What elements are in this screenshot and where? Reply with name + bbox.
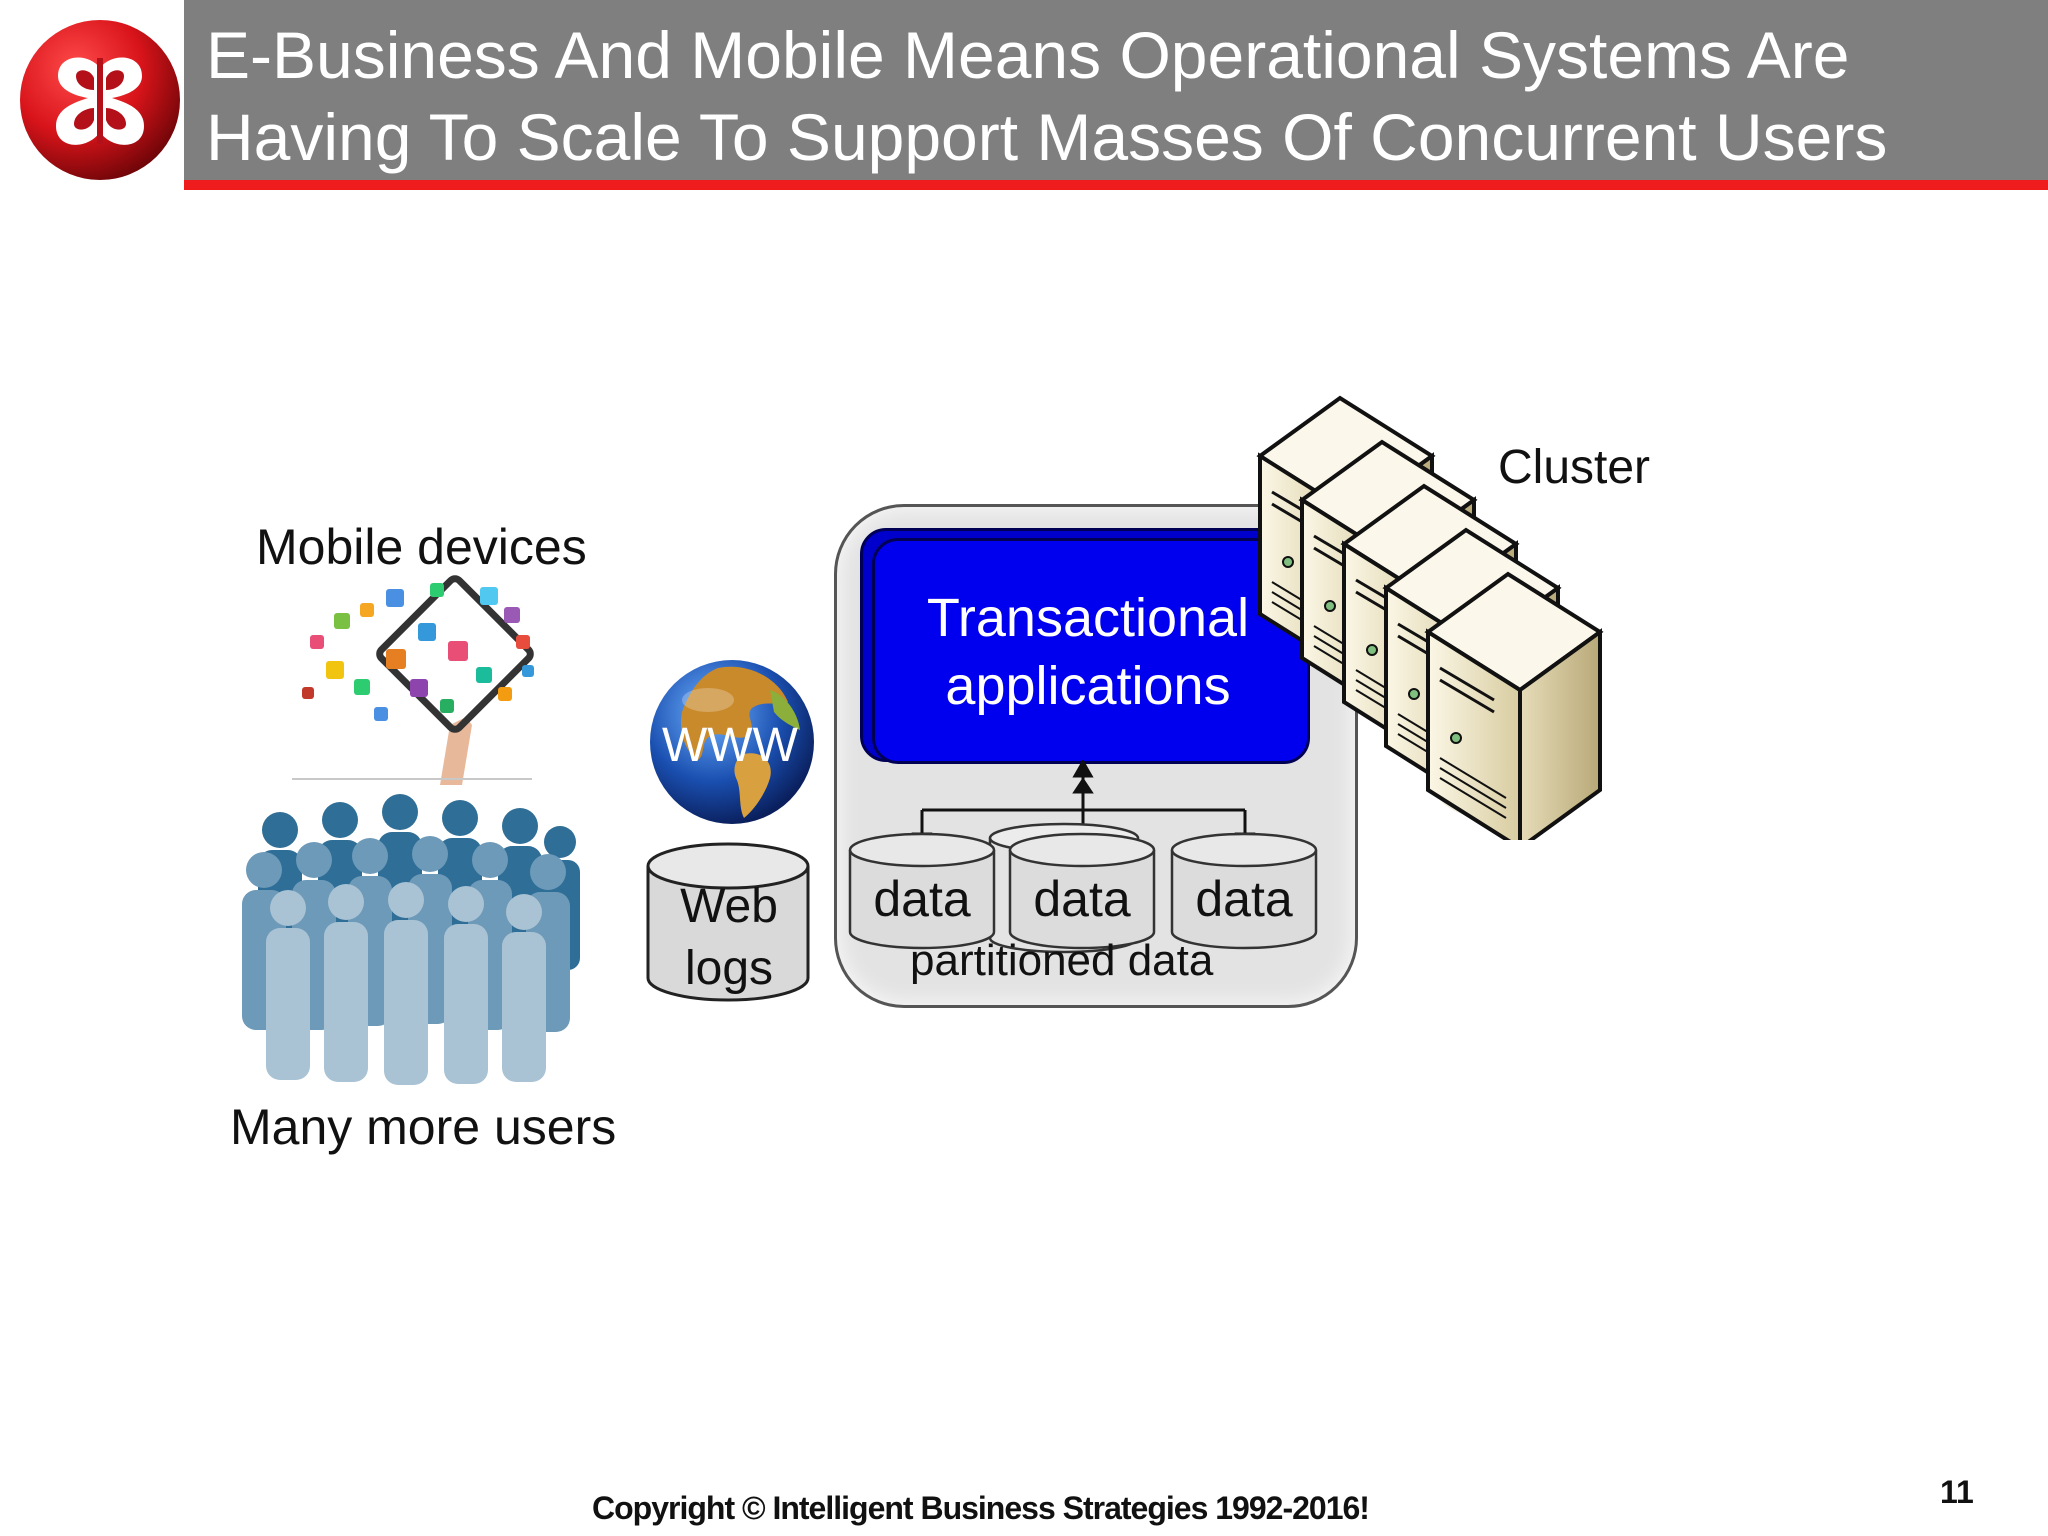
cluster-label: Cluster [1498, 441, 1651, 494]
www-label: WWW [662, 719, 798, 772]
weblogs-label: Web logs [674, 876, 784, 1000]
slide-title-line-1: E-Business And Mobile Means Operational … [206, 18, 1850, 92]
title-bar [184, 0, 2048, 180]
weblogs-cylinder-icon [646, 842, 810, 1002]
title-underline [184, 180, 2048, 190]
data-label-1: data [873, 871, 971, 927]
data-label-2: data [1033, 871, 1131, 927]
globe-icon [650, 660, 814, 824]
divider [292, 778, 532, 780]
data-label-3: data [1195, 871, 1293, 927]
transactional-apps-box [872, 538, 1310, 764]
weblogs-label-line-2: logs [684, 942, 774, 995]
copyright-footer: Copyright © Intelligent Business Strateg… [592, 1490, 1370, 1526]
transactional-apps-label-line-2: applications [945, 656, 1231, 716]
partitioned-data-label: partitioned data [910, 936, 1214, 985]
transactional-apps-label: Transactional applications [872, 584, 1304, 720]
company-logo-icon [20, 20, 180, 180]
slide-title: E-Business And Mobile Means Operational … [206, 14, 2026, 178]
weblogs-label-line-1: Web [680, 880, 778, 933]
data-partitions-icon [848, 822, 1318, 954]
slide-title-line-2: Having To Scale To Support Masses Of Con… [206, 100, 1888, 174]
many-users-label: Many more users [230, 1099, 617, 1155]
mobile-devices-label: Mobile devices [256, 519, 587, 575]
transactional-apps-label-line-1: Transactional [926, 588, 1250, 648]
mobile-devices-icon [302, 575, 534, 785]
users-crowd-icon [242, 794, 580, 1085]
server-cluster-icon [1256, 395, 1602, 840]
page-number: 11 [1940, 1474, 1974, 1510]
